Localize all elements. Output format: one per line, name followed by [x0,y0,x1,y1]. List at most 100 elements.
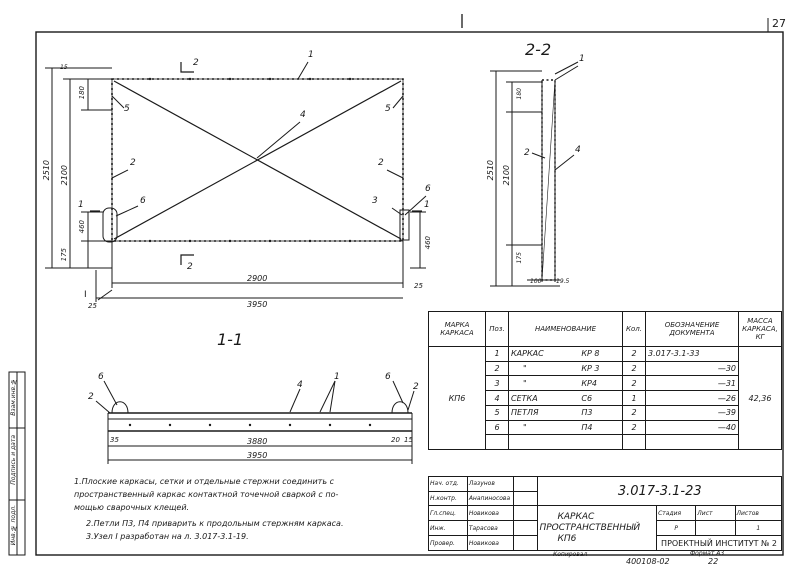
stamp-stage-header: Стадия [656,505,697,522]
title-line-b: ПРОСТРАНСТВЕННЫЙ [539,522,641,533]
s11-dim-inner: 3880 [247,437,268,446]
sheet-frame [35,31,784,556]
section-1-1-title: 1-1 [217,330,244,349]
title-line-c: КП6 [557,533,577,544]
stamp-title: КАРКАС ПРОСТРАНСТВЕННЫЙ КП6 [537,505,658,551]
s22-dim-base: 175 [516,252,523,264]
callout-2: 2 [378,158,384,168]
s11-dim-left: 35 [110,436,119,444]
row-type: КР 8 [579,346,624,362]
cage-mass: 42,36 [738,346,782,450]
stamp-role: Гл.спец. [428,505,468,522]
row-pos: 2 [485,360,509,377]
dim-overall-height: 2510 [42,160,51,181]
s11-dim-overall: 3950 [247,451,268,460]
col-doc: ОБОЗНАЧЕНИЕ ДОКУМЕНТА [645,310,739,348]
callout-6: 6 [385,372,391,382]
row-pos: 6 [485,419,509,436]
s22-dim-height: 2510 [486,160,495,181]
dim-overall-width: 3950 [247,300,268,309]
s22-dim-top: 180 [516,88,523,100]
sheet-order: 22 [708,557,719,566]
sheet-format: Формат А3 [690,550,725,557]
col-pos: Поз. [485,310,509,348]
row-name: " [508,360,580,377]
title-line-a: КАРКАС [557,511,595,522]
note-2: 2.Петли П3, П4 приварить к продольным ст… [86,519,344,528]
title-block: Нач. отд. Лазунов 3.017-3.1-23 Н.контр. … [428,475,783,551]
cut-mark-label: 1 [424,200,430,210]
note-1a: 1.Плоские каркасы, сетки и отдельные сте… [74,477,334,486]
note-1b: пространственный каркас контактной точеч… [74,490,339,499]
row-name: " [508,419,580,436]
stamp-person: Лазунов [466,476,515,492]
callout-2: 2 [88,392,94,402]
s11-dim-r1: 20 [391,436,400,444]
side-stamp-replace: Взам.инв.№ [10,378,17,416]
col-mark: МАРКА КАРКАСА [428,310,486,348]
callout-4: 4 [575,145,581,155]
node-label: I [84,290,87,300]
note-1c: мощью сварочных клещей. [74,503,190,512]
stamp-code: 3.017-3.1-23 [537,475,782,507]
table-row: 4 СЕТКА С6 1 —26 [429,390,782,406]
dim-top-height: 180 [78,86,86,100]
callout-1: 1 [579,54,585,64]
callout-6: 6 [425,184,431,194]
stamp-role: Провер. [428,535,468,551]
dim-mid-height: 2100 [60,165,69,186]
stamp-person: Анапиносова [466,490,515,507]
dim-right-height: 460 [424,236,432,250]
callout-4: 4 [297,380,303,390]
stamp-role: Инж. [428,520,468,536]
s11-dim-r2: 15 [404,436,413,444]
row-doc: —40 [645,419,739,436]
row-doc: —39 [645,404,739,421]
row-type: КР4 [579,375,624,392]
row-doc: —31 [645,375,739,392]
stamp-signature [513,490,539,507]
table-row: КП6 1 КАРКАС КР 8 2 3.017-3.1-33 42,36 [428,346,782,450]
side-stamp-inv: Инв.№ подл. [10,505,17,546]
dim-right-offset: 25 [414,282,423,290]
row-doc: —26 [645,390,739,406]
row-name: КАРКАС [508,346,580,362]
stamp-signature [513,520,539,536]
row-pos: 1 [485,346,509,362]
table-row: 6 " П4 2 —40 [429,419,782,436]
callout-5: 5 [124,104,130,114]
stamp-sheets-header: Листов [734,505,783,522]
stamp-organization: ПРОЕКТНЫЙ ИНСТИТУТ № 2 [656,535,782,551]
node-dim: 25 [88,302,97,310]
row-name: ПЕТЛЯ [508,404,580,421]
s22-dim-mid: 2100 [502,165,511,186]
stamp-sheet [695,520,736,536]
stamp-role: Н.контр. [428,490,468,507]
col-qty: Кол. [622,310,646,348]
diagonal-bar [113,80,402,240]
callout-5: 5 [385,104,391,114]
callout-6: 6 [140,196,146,206]
stamp-person: Тарасова [466,520,515,536]
callout-2: 2 [524,148,530,158]
stamp-stage: Р [656,520,697,536]
stamp-signature [513,505,539,522]
stamp-sheet-header: Лист [695,505,736,522]
row-name: СЕТКА [508,390,580,406]
callout-1: 1 [308,50,314,60]
col-name: НАИМЕНОВАНИЕ [508,310,623,348]
stamp-role: Нач. отд. [428,476,468,492]
row-qty: 2 [622,419,646,436]
cut-mark-label: 2 [193,58,199,68]
dim-base: 175 [60,248,68,262]
callout-4: 4 [300,110,306,120]
dim-top-offset: 15 [60,64,68,71]
row-qty: 2 [622,375,646,392]
callout-6: 6 [98,372,104,382]
row-type: С6 [579,390,624,406]
cut-mark-label: 1 [78,200,84,210]
side-stamp-signature: Подпись и дата [10,435,17,485]
specification-table: МАРКА КАРКАСА Поз. НАИМЕНОВАНИЕ Кол. ОБО… [428,310,782,450]
cut-mark-label: 2 [187,262,193,272]
callout-2: 2 [130,158,136,168]
